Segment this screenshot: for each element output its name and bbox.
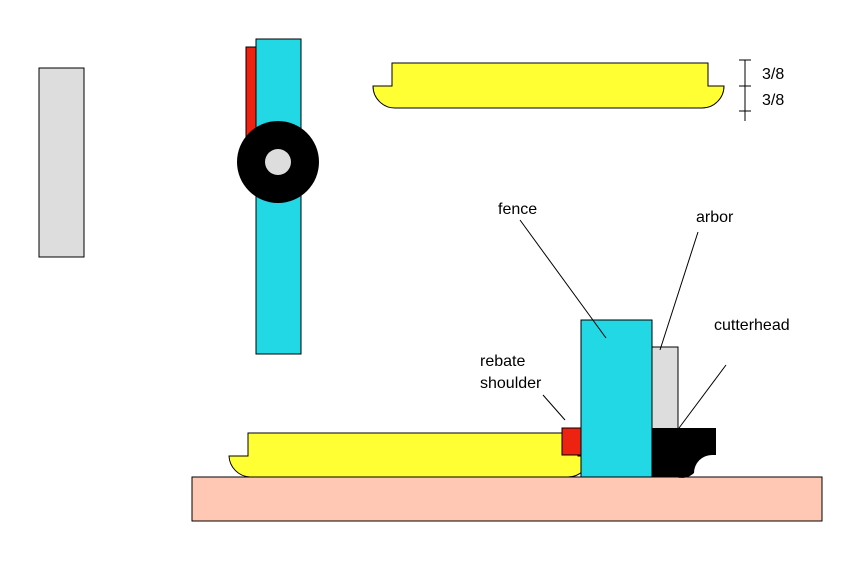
cutterhead-block <box>652 428 716 478</box>
fence-leader-line <box>519 219 607 339</box>
gray-stock-piece <box>38 67 85 258</box>
bottom-workpiece <box>228 432 591 478</box>
rebate-label-line1: rebate <box>480 353 525 370</box>
leader-lines <box>519 219 727 429</box>
vertical-rebate-strip <box>245 46 258 138</box>
router-table <box>191 476 823 522</box>
rebate-leader-line <box>542 394 566 421</box>
dimension-bottom-label: 3/8 <box>762 92 784 109</box>
cutterhead-leader-line <box>678 364 727 429</box>
arbor-label: arbor <box>696 209 734 226</box>
arbor-block <box>651 346 679 430</box>
cutter-disc-hub <box>265 149 291 175</box>
arbor-leader-line <box>659 231 699 351</box>
rebate-shoulder-block <box>561 427 582 456</box>
fence-block <box>580 319 653 478</box>
cutterhead-label: cutterhead <box>714 317 790 334</box>
fence-label: fence <box>498 201 537 218</box>
dimension-top-label: 3/8 <box>762 66 784 83</box>
top-workpiece <box>372 62 725 109</box>
rebate-label-line2: shoulder <box>480 375 542 392</box>
dimension-marker <box>739 59 751 121</box>
